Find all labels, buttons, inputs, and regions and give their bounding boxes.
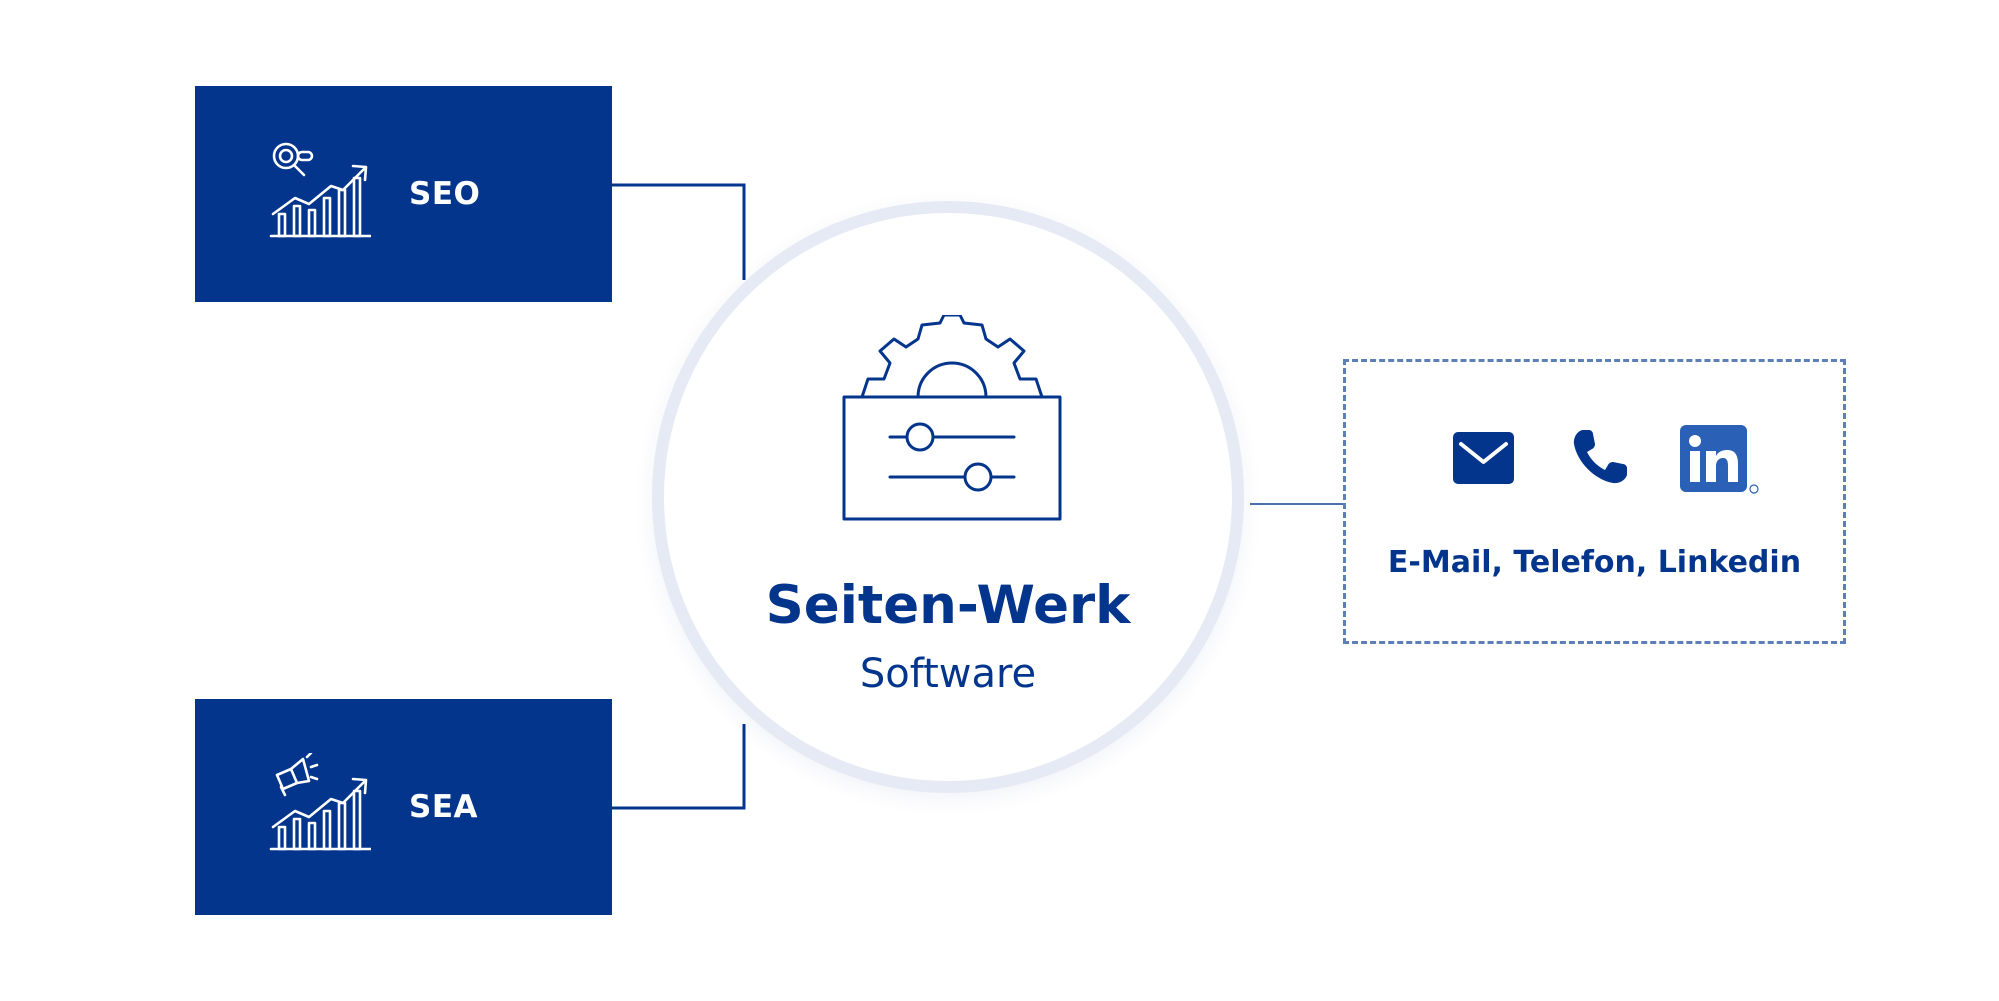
sea-box: SEA xyxy=(195,699,612,915)
contact-box: E-Mail, Telefon, Linkedin xyxy=(1343,359,1846,644)
hub-circle: Seiten-Werk Software xyxy=(652,201,1244,793)
search-growth-chart-icon xyxy=(269,142,371,238)
linkedin-icon xyxy=(1680,425,1759,494)
hub-subtitle: Software xyxy=(859,651,1037,697)
seo-label: SEO xyxy=(409,176,481,212)
connector-sea-hub xyxy=(612,724,746,810)
megaphone-growth-chart-icon xyxy=(269,753,371,851)
seo-box: SEO xyxy=(195,86,612,302)
gear-sliders-icon xyxy=(842,315,1062,521)
contact-label: E-Mail, Telefon, Linkedin xyxy=(1387,545,1802,580)
phone-icon xyxy=(1573,430,1627,484)
mail-icon xyxy=(1453,432,1514,484)
sea-label: SEA xyxy=(409,789,478,825)
hub-title: Seiten-Werk xyxy=(765,575,1131,636)
connector-seo-hub xyxy=(612,183,746,280)
